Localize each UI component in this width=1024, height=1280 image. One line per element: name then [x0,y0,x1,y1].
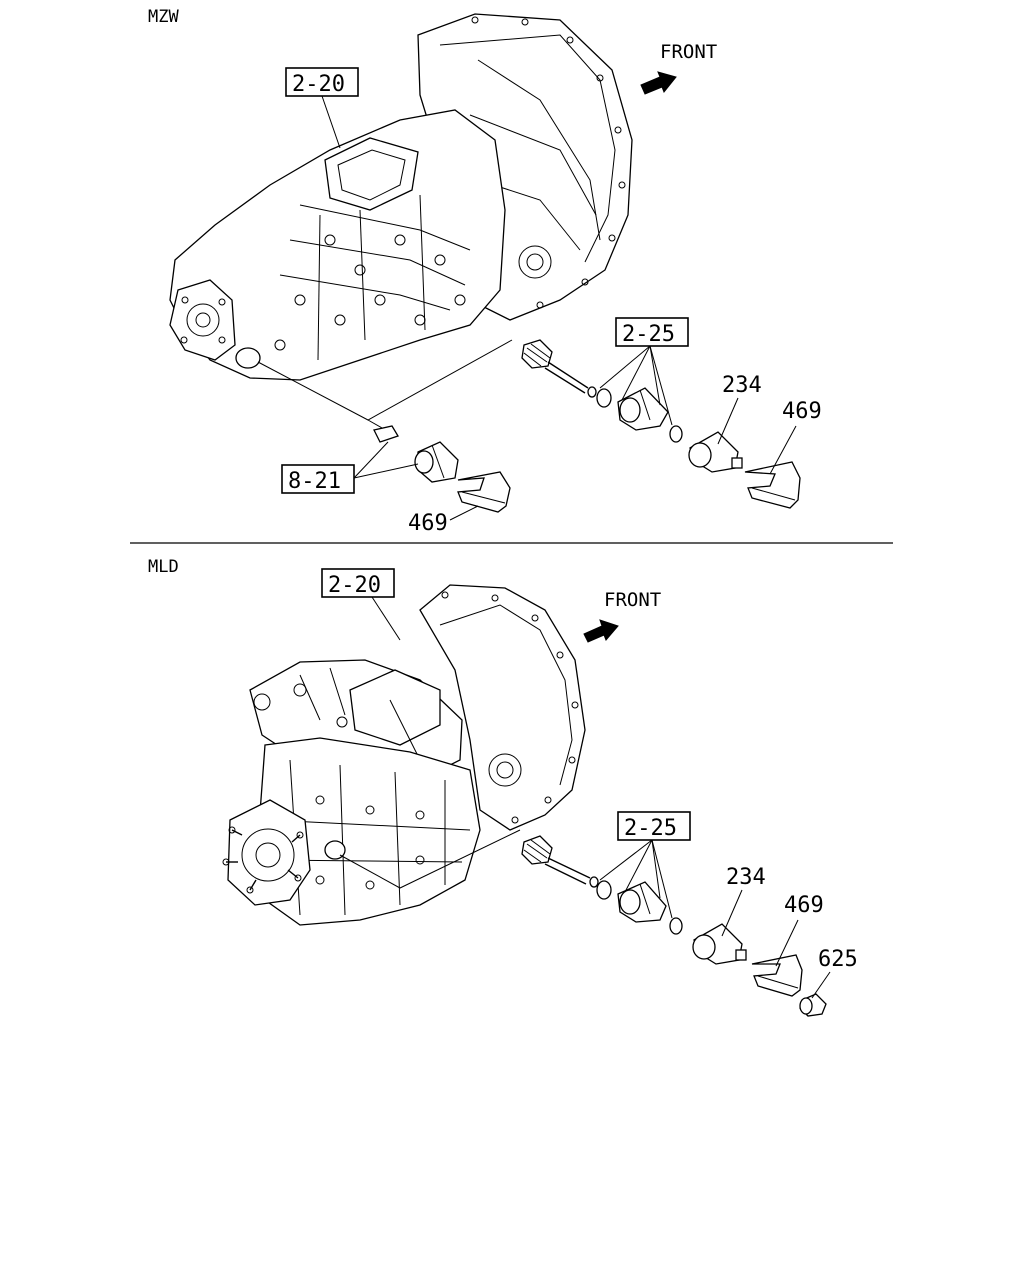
section-label-mzw: MZW [148,7,179,27]
seal-ring-mld [669,917,683,935]
speed-sensor [688,431,743,473]
callout-2-20-mld: 2-20 [321,568,401,641]
callout-2-20: 2-20 [285,67,359,149]
callout-234: 234 [722,373,762,398]
callout-469-lower: 469 [408,511,448,536]
front-label-mld: FRONT [604,589,661,611]
sensor-adapter [373,425,459,483]
retaining-clip [744,461,801,509]
svg-text:2-25: 2-25 [622,322,675,347]
transmission-illustration-mld [222,584,586,926]
callout-234-mld: 234 [726,865,766,890]
dust-cap [799,993,827,1017]
callout-469-mld: 469 [784,893,824,918]
speed-sensor-mld [692,923,747,965]
seal-ring [669,425,683,443]
retaining-clip-lower [457,471,511,513]
front-arrow-icon [640,71,677,95]
callout-8-21: 8-21 [281,441,419,494]
speedometer-drive-gear-mld [521,835,599,888]
o-ring-mld [596,880,612,900]
retaining-clip-mld [751,954,803,997]
sleeve-mld [617,881,667,923]
transmission-illustration [169,13,633,381]
svg-text:8-21: 8-21 [288,469,341,494]
section-mld: MLD FRONT [148,557,858,1017]
sleeve [617,387,669,431]
front-arrow-icon [583,619,619,643]
front-label: FRONT [660,41,717,63]
svg-text:2-20: 2-20 [328,573,381,598]
callout-469: 469 [782,399,822,424]
speedometer-drive-gear [521,339,597,398]
callout-2-25: 2-25 [599,317,689,426]
svg-text:2-20: 2-20 [292,72,345,97]
callout-625: 625 [818,947,858,972]
section-mzw: MZW FRONT [148,7,822,536]
o-ring [596,388,612,408]
svg-text:2-25: 2-25 [624,816,677,841]
callout-2-25-mld: 2-25 [599,811,691,919]
section-label-mld: MLD [148,557,179,577]
